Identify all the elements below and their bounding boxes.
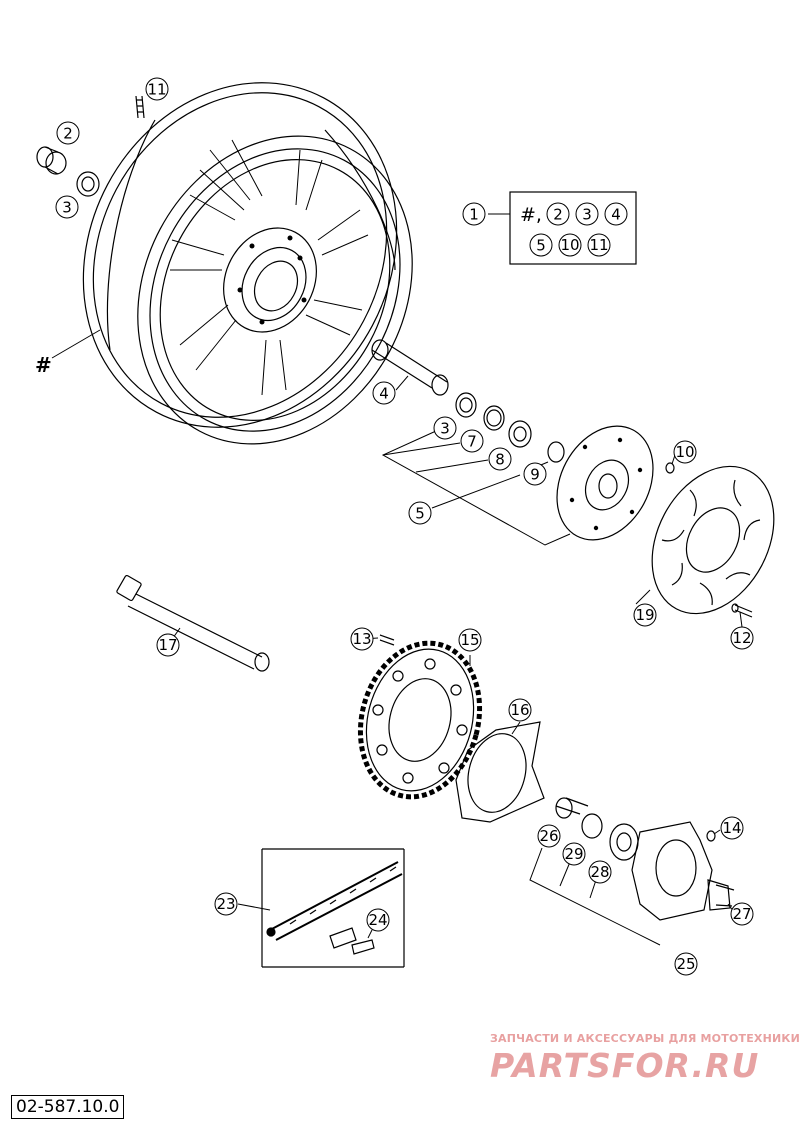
svg-text:10: 10 (560, 236, 579, 254)
svg-text:29: 29 (564, 845, 583, 863)
svg-text:9: 9 (530, 466, 540, 484)
callout-24: 24 (366, 908, 390, 932)
kit-item-4: 4 (604, 202, 628, 226)
svg-text:3: 3 (582, 206, 592, 224)
svg-text:23: 23 (216, 895, 235, 913)
gasket-part-16 (455, 721, 545, 823)
callout-17: 17 (156, 633, 180, 657)
callout-27: 27 (730, 902, 754, 926)
svg-text:1: 1 (469, 206, 479, 224)
spacer-tube-part-4 (371, 339, 449, 396)
callout-5: 5 (408, 501, 432, 525)
svg-text:3: 3 (440, 420, 450, 438)
svg-text:13: 13 (352, 630, 371, 648)
axle-part-17 (116, 574, 270, 672)
callout-15: 15 (458, 628, 482, 652)
svg-text:11: 11 (147, 81, 166, 99)
chain-kit-box (261, 848, 405, 968)
svg-text:2: 2 (553, 206, 563, 224)
kit-hash: #, (520, 204, 542, 226)
callout-9: 9 (523, 462, 547, 486)
brake-flange (556, 425, 654, 541)
nut-part-14 (706, 830, 716, 842)
callout-3-wheel: 3 (55, 195, 79, 219)
callout-25: 25 (674, 952, 698, 976)
valve-part-11 (135, 95, 145, 119)
callout-26: 26 (537, 824, 561, 848)
kit-item-3: 3 (575, 202, 599, 226)
kit-bracket-box (509, 191, 637, 265)
kit-item-5: 5 (529, 233, 553, 257)
callout-1: 1 (462, 202, 486, 226)
kit-item-2: 2 (546, 202, 570, 226)
callout-4: 4 (372, 381, 396, 405)
svg-text:4: 4 (611, 206, 621, 224)
svg-text:26: 26 (539, 827, 558, 845)
kit-contents: #, 2 3 4 5 10 11 (520, 202, 628, 257)
callout-23: 23 (214, 892, 238, 916)
svg-text:7: 7 (467, 433, 477, 451)
callout-14: 14 (720, 816, 744, 840)
spacer-part-2 (36, 146, 67, 175)
callout-8: 8 (488, 447, 512, 471)
kit-item-10: 10 (558, 233, 582, 257)
kit-item-11: 11 (587, 233, 611, 257)
svg-text:15: 15 (460, 631, 479, 649)
diagram-reference-number: 02-587.10.0 (11, 1095, 125, 1119)
svg-text:19: 19 (635, 606, 654, 624)
brake-disc-part-19 (651, 465, 775, 615)
leader-lines (51, 213, 743, 946)
seal-part-3-wheel (76, 171, 100, 197)
bolt-part-13 (379, 634, 395, 646)
callout-12: 12 (730, 626, 754, 650)
svg-text:11: 11 (589, 236, 608, 254)
sprocket-part-15 (357, 640, 483, 800)
callout-11: 11 (145, 77, 169, 101)
svg-text:10: 10 (675, 443, 694, 461)
svg-text:24: 24 (368, 911, 387, 929)
callout-2: 2 (56, 121, 80, 145)
svg-text:27: 27 (732, 905, 751, 923)
bolt-part-10 (665, 462, 675, 474)
svg-text:16: 16 (510, 701, 529, 719)
svg-text:2: 2 (63, 125, 73, 143)
callouts: 11 2 3 1 4 3 7 8 9 5 10 17 19 12 13 15 1… (55, 77, 754, 976)
callout-19: 19 (633, 603, 657, 627)
bearing-stack (455, 392, 565, 463)
svg-text:8: 8 (495, 451, 505, 469)
callout-3-bearing: 3 (433, 416, 457, 440)
callout-29: 29 (562, 842, 586, 866)
watermark-tagline: ЗАПЧАСТИ И АКСЕССУАРЫ ДЛЯ МОТОТЕХНИКИ (490, 1032, 800, 1045)
bolt-part-12 (731, 603, 753, 618)
callout-10: 10 (673, 440, 697, 464)
callout-13: 13 (350, 627, 374, 651)
callout-16: 16 (508, 698, 532, 722)
svg-text:12: 12 (732, 629, 751, 647)
callout-7: 7 (460, 429, 484, 453)
svg-text:4: 4 (379, 385, 389, 403)
svg-text:14: 14 (722, 819, 741, 837)
rear-wheel (82, 82, 413, 445)
svg-text:3: 3 (62, 199, 72, 217)
svg-text:25: 25 (676, 955, 695, 973)
callout-28: 28 (588, 860, 612, 884)
watermark-logo: PARTSFOR.RU (490, 1046, 760, 1085)
svg-text:17: 17 (158, 636, 177, 654)
svg-text:5: 5 (536, 237, 546, 255)
svg-text:5: 5 (415, 505, 425, 523)
svg-text:28: 28 (590, 863, 609, 881)
wheel-hash-label: # (35, 353, 52, 377)
